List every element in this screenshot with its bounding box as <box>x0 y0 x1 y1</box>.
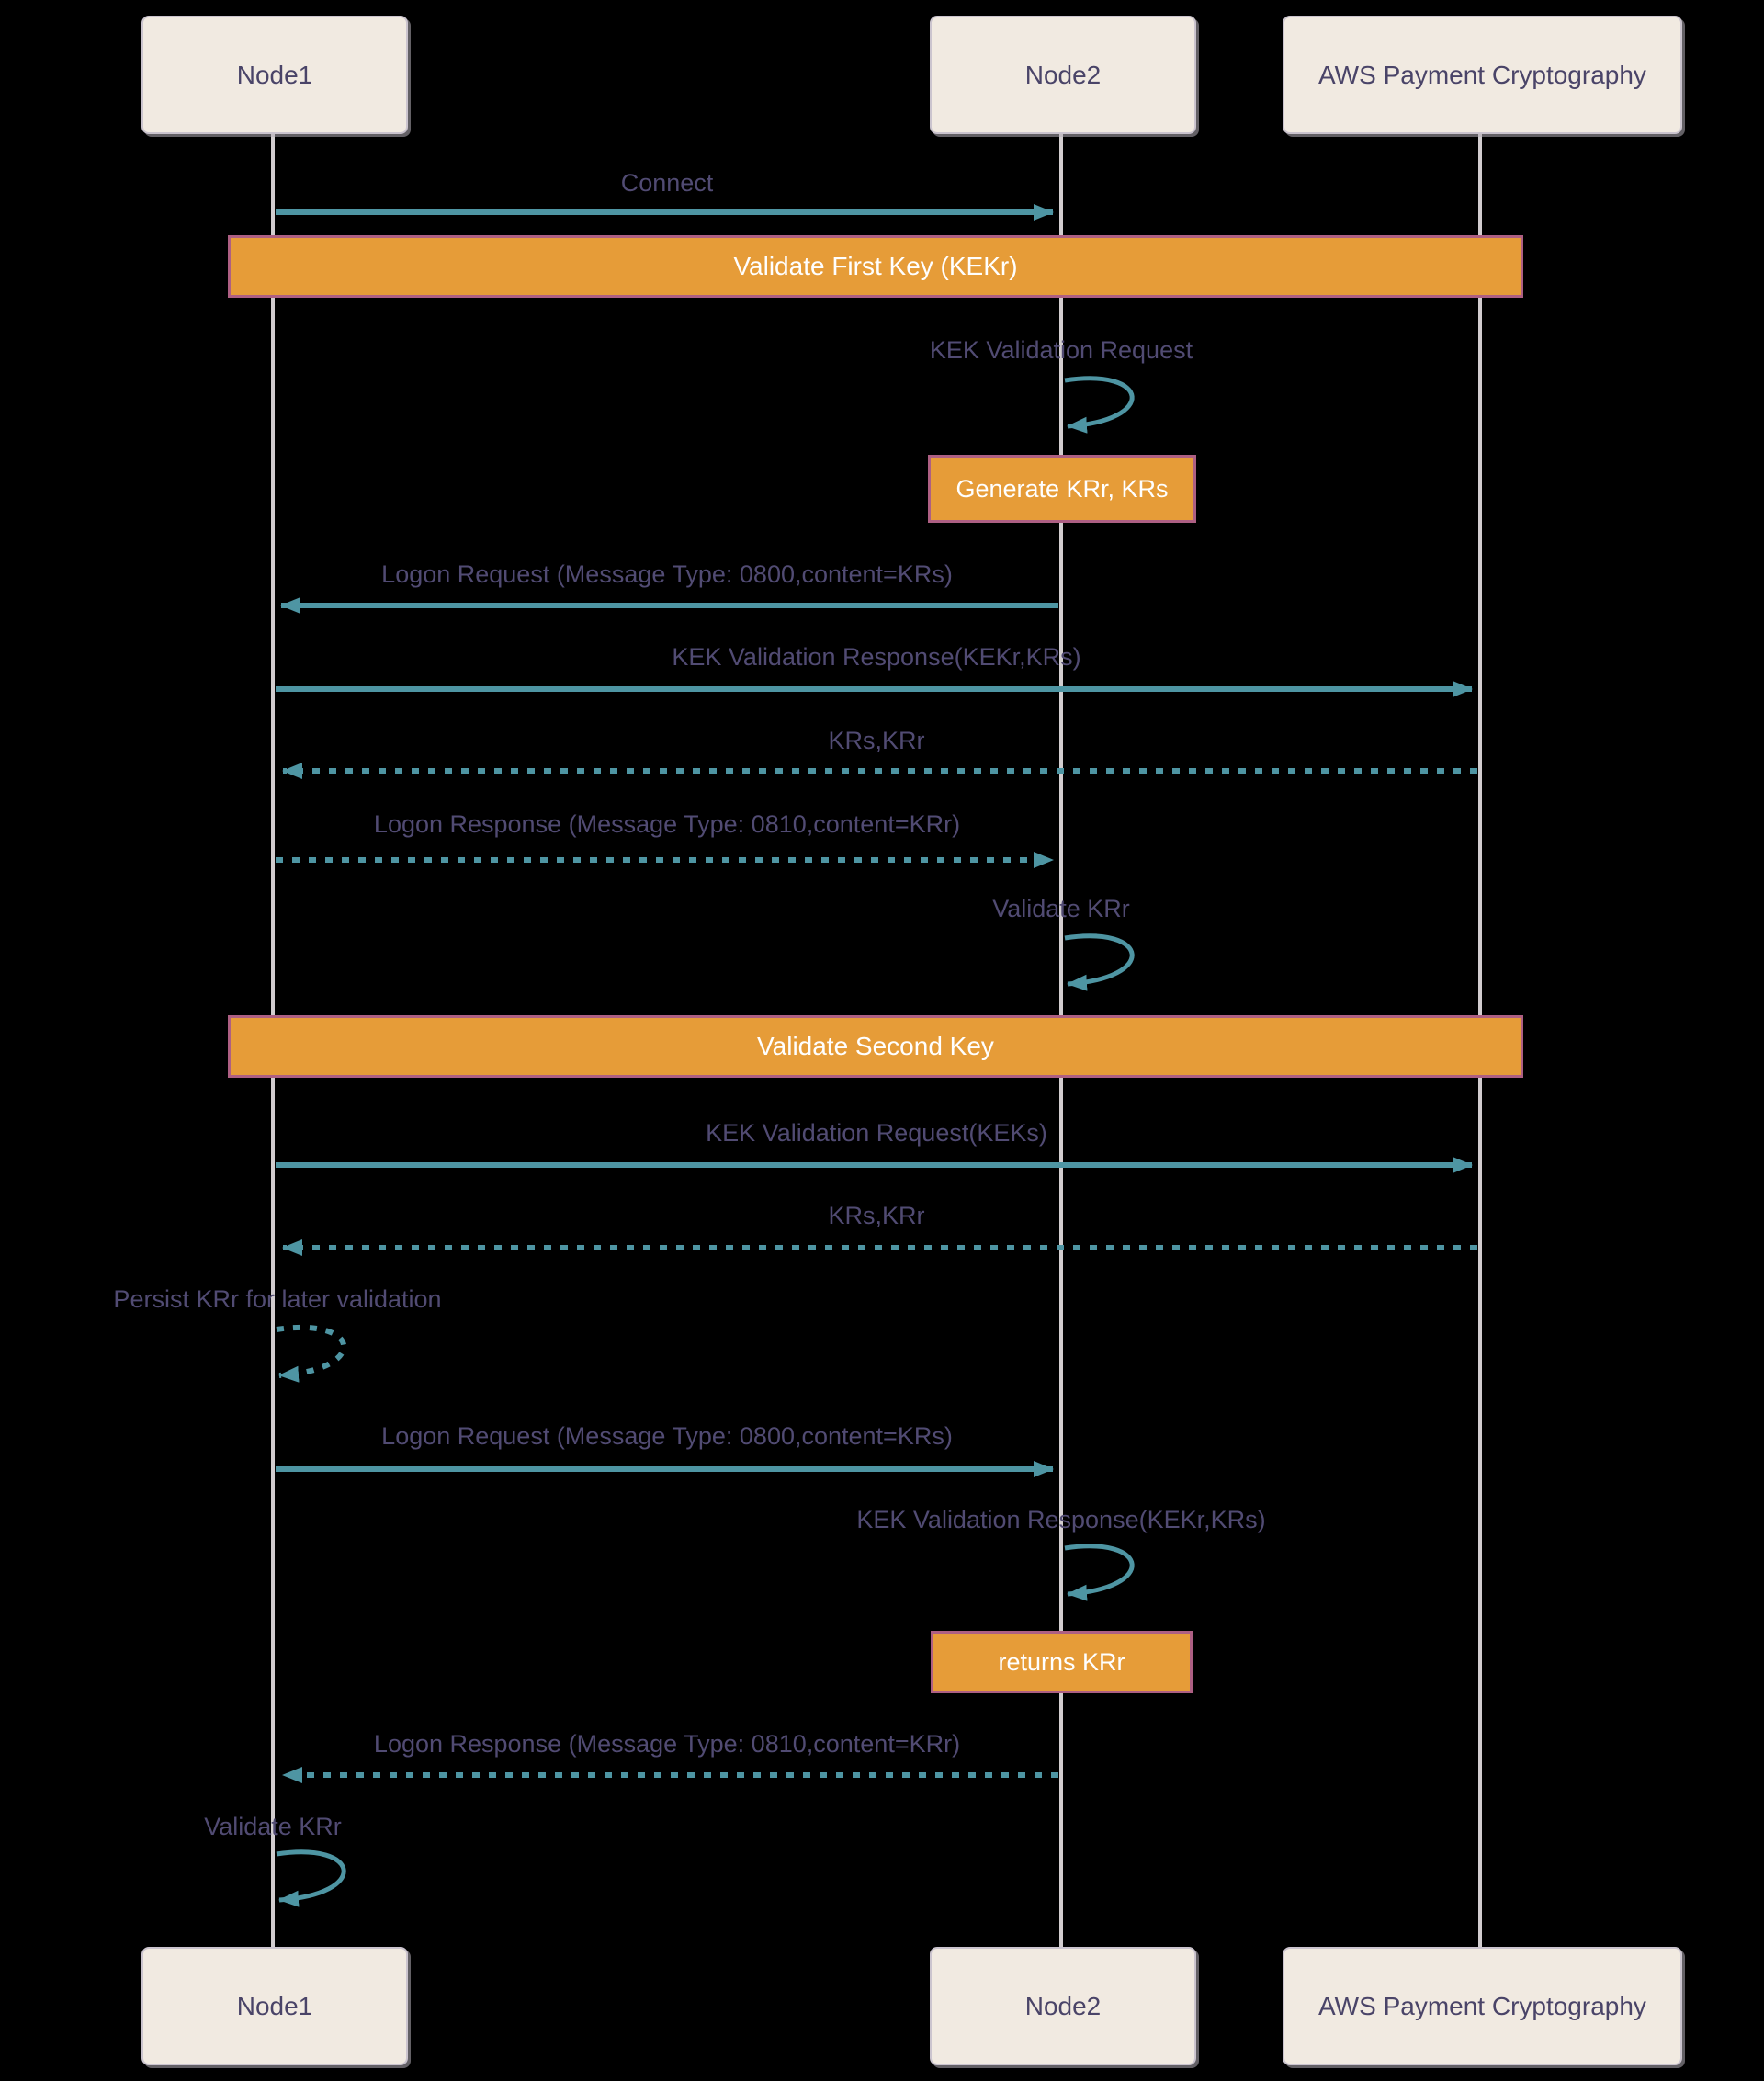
arrow-kek-validation-request-self <box>1064 376 1135 434</box>
label-kek-validation-response-2: KEK Validation Response(KEKr,KRs) <box>856 1506 1266 1533</box>
arrow-validate-krr-node1-self <box>276 1849 346 1907</box>
label-validate-krr-node2: Validate KRr <box>992 895 1130 922</box>
actor-node1-top: Node1 <box>141 16 408 134</box>
label-connect: Connect <box>620 169 714 197</box>
actor-node2-top: Node2 <box>930 16 1196 134</box>
actor-aws-bottom: AWS Payment Cryptography <box>1283 1947 1682 2065</box>
actor-aws-top: AWS Payment Cryptography <box>1283 16 1682 134</box>
actor-node2-bottom: Node2 <box>930 1947 1196 2065</box>
label-logon-response-2: Logon Response (Message Type: 0810,conte… <box>373 1730 961 1758</box>
label-persist-krr: Persist KRr for later validation <box>113 1285 442 1313</box>
note-returns-krr: returns KRr <box>931 1631 1193 1693</box>
label-logon-request-1: Logon Request (Message Type: 0800,conten… <box>381 560 953 588</box>
label-kek-validation-request: KEK Validation Request <box>929 336 1193 364</box>
label-kek-validation-response-1: KEK Validation Response(KEKr,KRs) <box>672 643 1081 671</box>
arrow-persist-krr-self <box>276 1324 347 1383</box>
note-generate-krr-krs: Generate KRr, KRs <box>928 455 1196 523</box>
banner-validate-second-key: Validate Second Key <box>228 1015 1523 1078</box>
arrow-kek-validation-response-self <box>1064 1544 1135 1601</box>
label-logon-request-2: Logon Request (Message Type: 0800,conten… <box>381 1422 953 1450</box>
banner-validate-first-key: Validate First Key (KEKr) <box>228 235 1523 298</box>
arrow-validate-krr-node2-self <box>1064 933 1135 991</box>
label-krs-krr-1: KRs,KRr <box>828 727 925 754</box>
label-kek-validation-request-keks: KEK Validation Request(KEKs) <box>706 1119 1047 1147</box>
label-logon-response-1: Logon Response (Message Type: 0810,conte… <box>373 810 961 838</box>
actor-node1-bottom: Node1 <box>141 1947 408 2065</box>
label-validate-krr-node1: Validate KRr <box>204 1813 342 1840</box>
label-krs-krr-2: KRs,KRr <box>828 1202 925 1229</box>
